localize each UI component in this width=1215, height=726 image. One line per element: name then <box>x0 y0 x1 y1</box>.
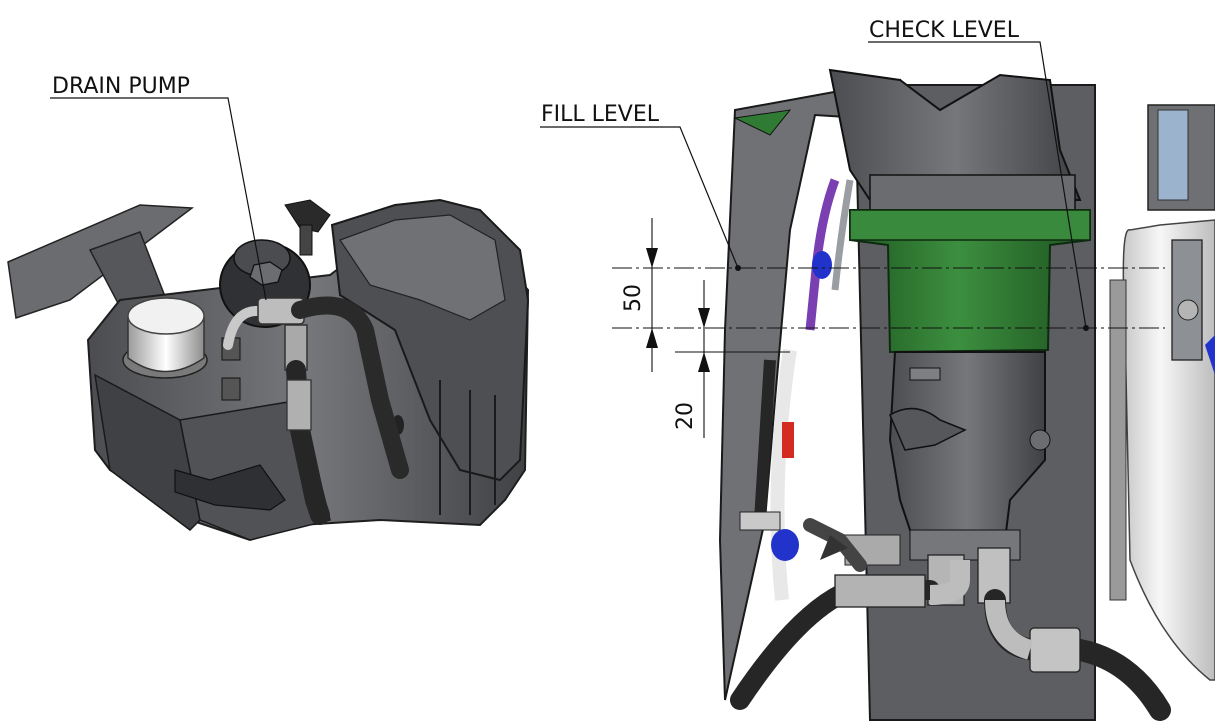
drain-pump-leader-line <box>50 97 267 301</box>
drain-pump-label: DRAIN PUMP <box>52 74 190 99</box>
fill-level-leader-line <box>540 126 739 269</box>
fill-level-label: FILL LEVEL <box>541 102 660 127</box>
check-level-leader-line <box>868 41 1087 329</box>
left-view-tank-assembly <box>7 97 530 542</box>
right-view-pump-assembly <box>540 41 1215 721</box>
dimension-50-value: 50 <box>621 284 646 312</box>
dimension-20-value: 20 <box>673 402 698 430</box>
check-level-label: CHECK LEVEL <box>869 18 1020 43</box>
